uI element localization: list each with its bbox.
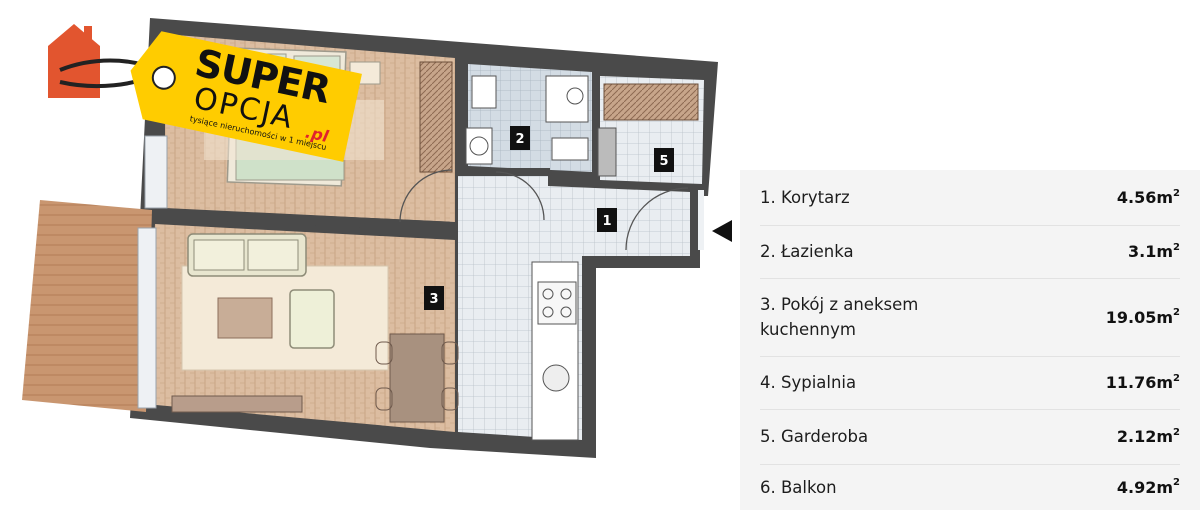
door-entrance — [625, 187, 689, 251]
sofa — [187, 233, 307, 277]
coffee-table — [217, 297, 273, 339]
legend-row-corridor: 1. Korytarz 4.56m2 — [760, 170, 1180, 226]
badge-domain: .pl — [304, 123, 331, 146]
room-label-5: 5 — [654, 148, 674, 172]
wall-hall-top — [548, 176, 598, 184]
dining-set — [375, 333, 459, 423]
room-label-3: 3 — [424, 286, 444, 310]
legend-row-bedroom: 4. Sypialnia 11.76m2 — [760, 356, 1180, 410]
wall-bath-right — [592, 68, 600, 184]
floor-plan: 1 2 3 5 SUPER OPCJA tysiące nieruchomośc… — [22, 18, 718, 458]
room-name: 4. Sypialnia — [760, 373, 857, 392]
room-name: 5. Garderoba — [760, 427, 869, 446]
room-area: 11.76m2 — [1105, 372, 1180, 392]
room-area: 4.92m2 — [1116, 477, 1180, 497]
legend-row-living-room: 3. Pokój z aneksem kuchennym 19.05m2 — [760, 278, 1180, 357]
tv-cabinet — [171, 395, 303, 413]
legend-row-balcony: 6. Balkon 4.92m2 — [760, 464, 1180, 510]
window-bedroom — [144, 135, 168, 209]
room-name: 1. Korytarz — [760, 188, 850, 207]
window-wardrobe — [698, 190, 704, 250]
svg-text:1: 1 — [602, 214, 611, 229]
room-label-1: 1 — [597, 208, 617, 232]
svg-text:5: 5 — [659, 154, 668, 169]
legend-row-bathroom: 2. Łazienka 3.1m2 — [760, 225, 1180, 279]
room-name: 3. Pokój z aneksem kuchennym — [760, 295, 919, 339]
bathroom-fixtures — [465, 75, 589, 165]
room-area-legend: 1. Korytarz 4.56m2 2. Łazienka 3.1m2 3. … — [740, 170, 1200, 510]
kitchen-counter — [531, 261, 579, 441]
balcony — [22, 200, 152, 412]
room-area: 4.56m2 — [1116, 187, 1180, 207]
door-bath — [495, 171, 545, 221]
house-icon — [48, 24, 100, 98]
walk-in-shelving — [603, 83, 699, 121]
room-area: 19.05m2 — [1105, 307, 1180, 327]
svg-text:3: 3 — [429, 292, 438, 307]
rug — [181, 265, 389, 371]
tag-hole — [151, 65, 176, 90]
room-label-2: 2 — [510, 126, 530, 150]
svg-text:2: 2 — [515, 132, 524, 147]
room-area: 3.1m2 — [1128, 241, 1180, 261]
wardrobe-shelf — [597, 127, 617, 177]
bedroom-wardrobe — [419, 61, 453, 173]
armchair — [289, 289, 335, 349]
wall-bath-left — [455, 58, 464, 176]
room-name: 2. Łazienka — [760, 242, 854, 261]
tag-body — [130, 31, 362, 162]
legend-row-wardrobe: 5. Garderoba 2.12m2 — [760, 409, 1180, 465]
wall-bed-living — [149, 208, 450, 232]
room-name: 6. Balkon — [760, 477, 837, 497]
entrance-arrow-icon — [712, 220, 732, 242]
room-area: 2.12m2 — [1116, 426, 1180, 446]
door-bedroom — [399, 169, 453, 223]
window-living — [137, 227, 157, 409]
